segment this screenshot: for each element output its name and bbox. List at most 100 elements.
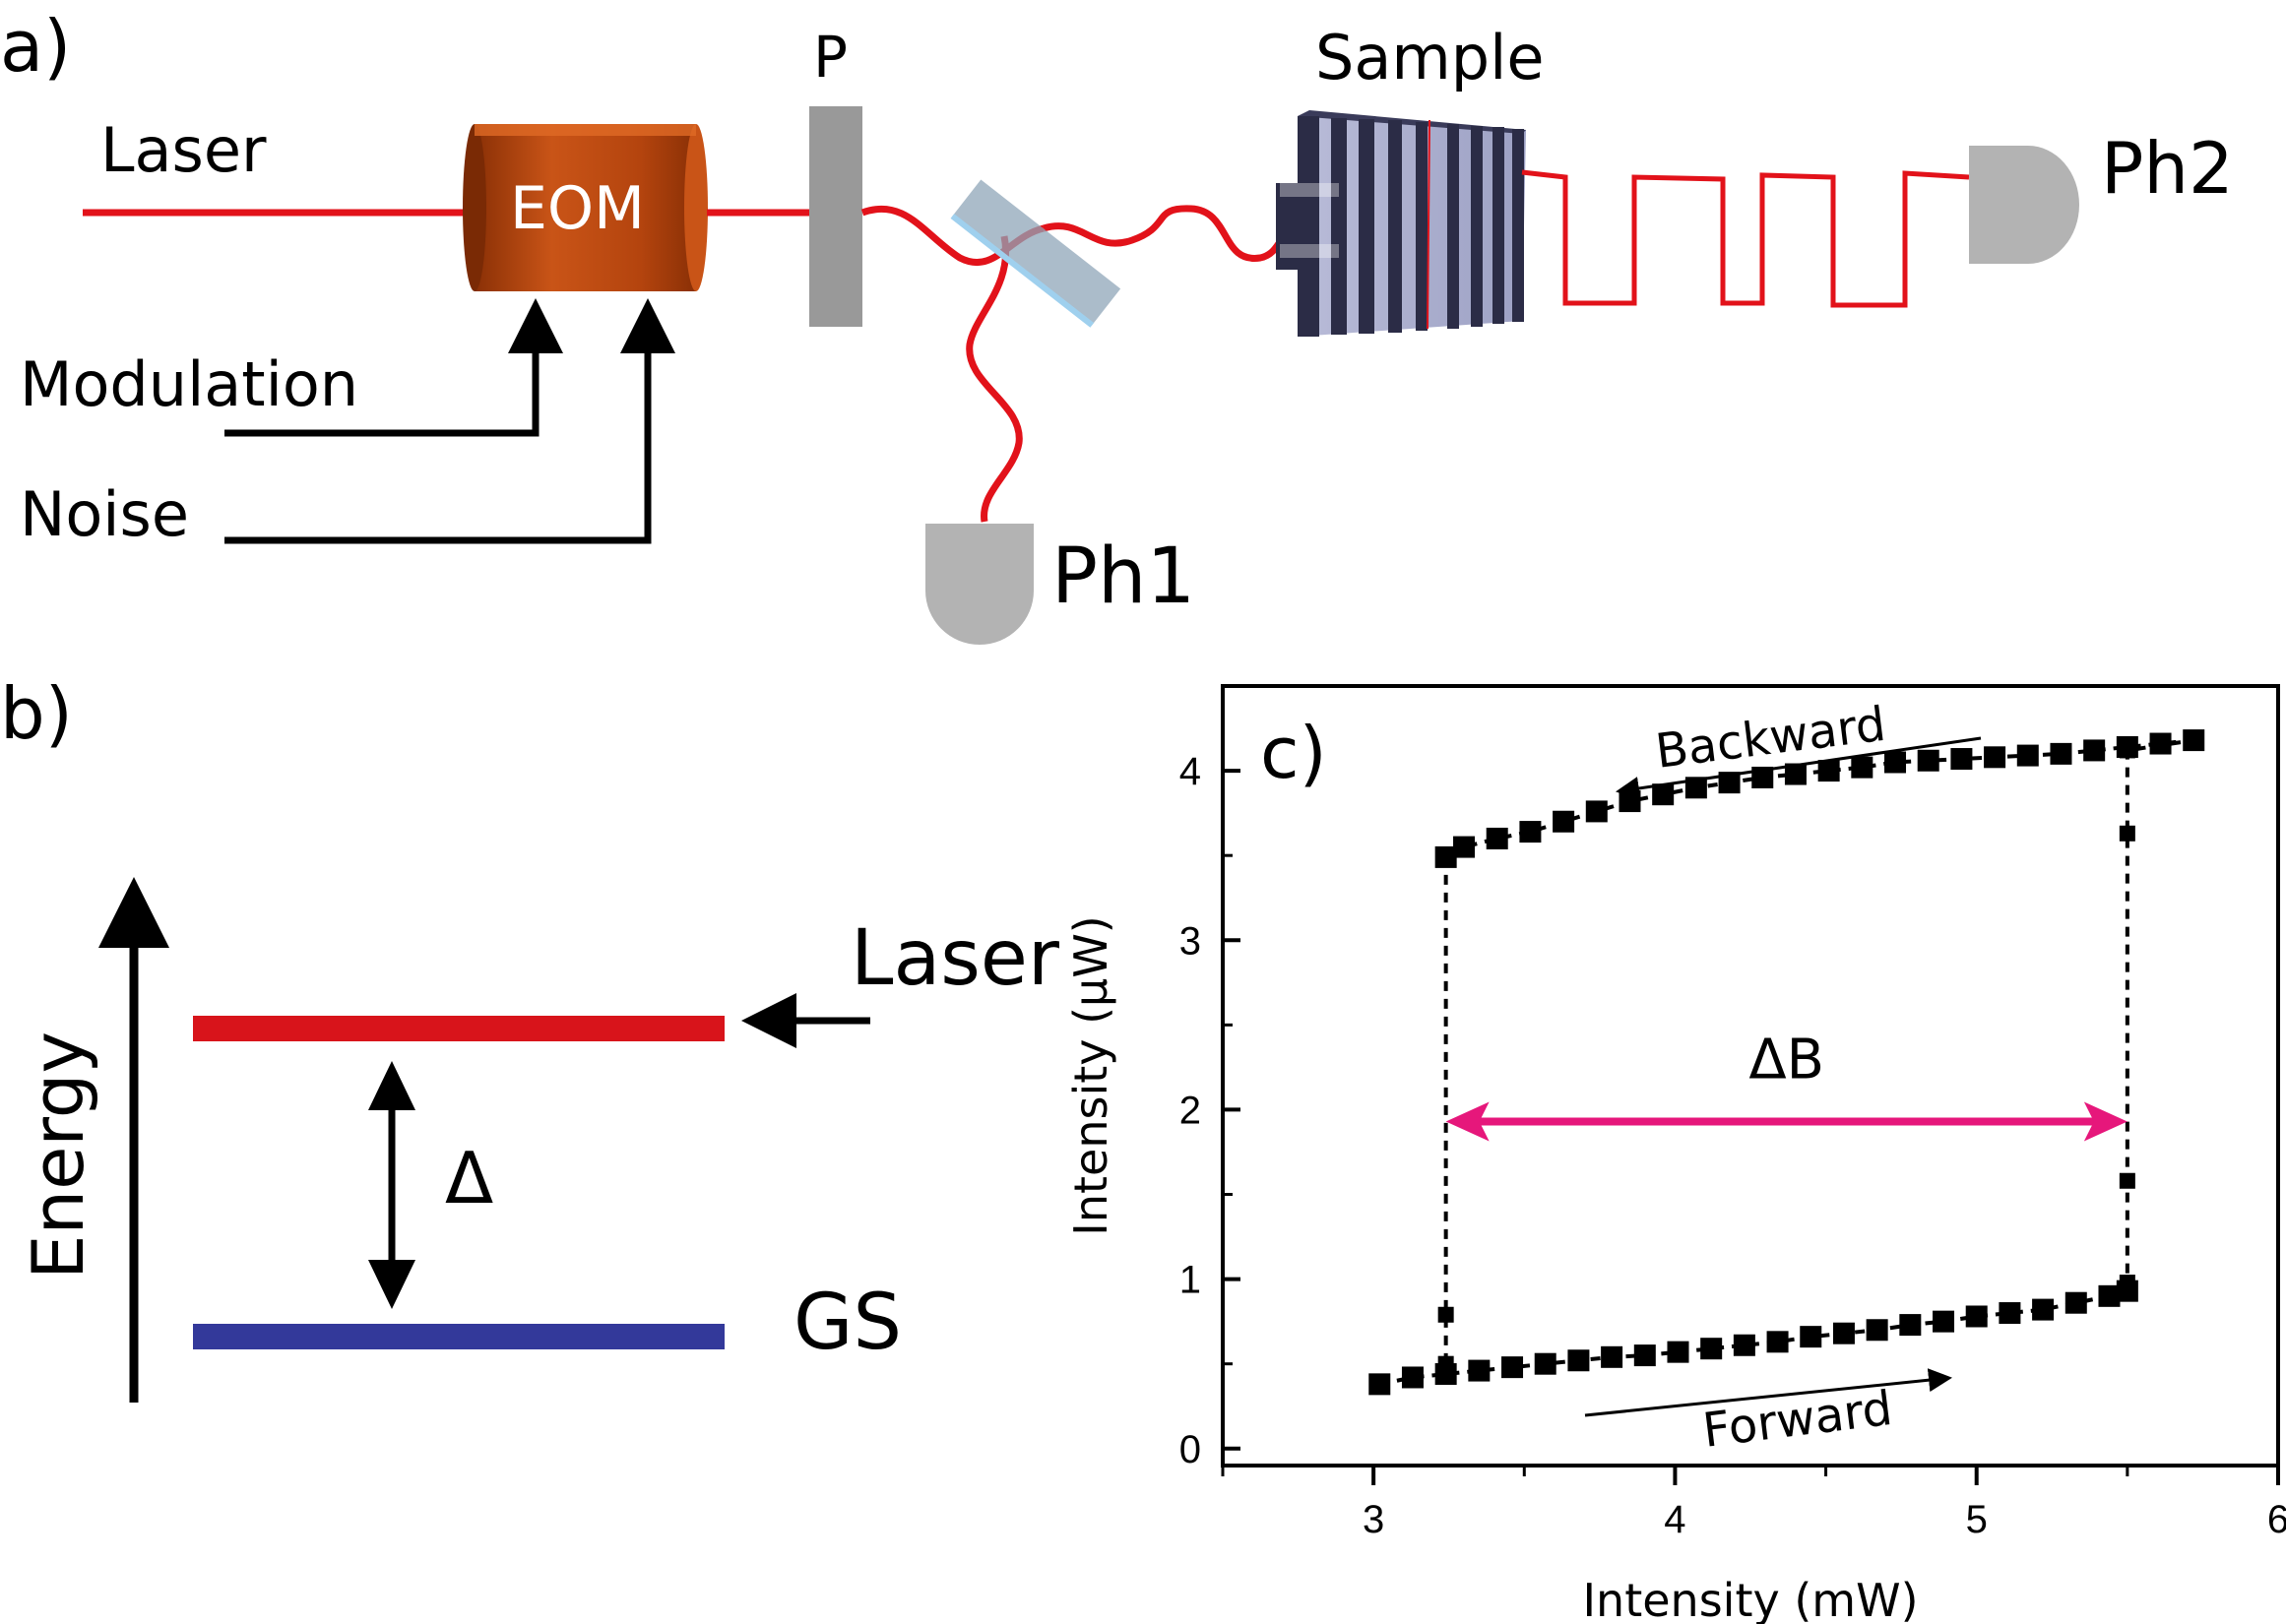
data-point: [1434, 845, 1457, 868]
panel-b-label: b): [0, 672, 73, 755]
ph2-label: Ph2: [2101, 127, 2234, 210]
data-point: [1453, 836, 1476, 858]
data-point: [2183, 729, 2205, 752]
panel-c-chart: c) 0 1 2 3 4 3 4 5 6 Intensity (mW) Intensity (…: [1064, 684, 2286, 1624]
data-point: [1933, 1310, 1955, 1333]
data-point: [1501, 1356, 1524, 1379]
ph1-detector: [925, 524, 1034, 645]
data-point: [2149, 732, 2172, 755]
data-point: [2116, 735, 2138, 758]
data-point: [1866, 1319, 1888, 1342]
data-point: [1899, 1314, 1922, 1337]
data-point: [1437, 1306, 1454, 1323]
square-wave-output: [1521, 169, 1970, 308]
modulation-arrow: [224, 298, 563, 437]
data-point: [1519, 821, 1542, 843]
data-point: [1486, 827, 1508, 849]
delta-label: Δ: [445, 1137, 493, 1219]
panel-c-label: c): [1260, 712, 1327, 794]
forward-arrow: [1584, 1368, 1952, 1417]
data-point: [1401, 1366, 1424, 1389]
data-point: [2032, 1298, 2055, 1321]
backward-arrow: [1616, 736, 1982, 800]
panel-a-label: a): [0, 5, 71, 88]
plot-frame: [1221, 684, 2280, 1468]
data-point: [1800, 1326, 1822, 1348]
data-point: [1667, 1341, 1689, 1363]
sample-label: Sample: [1315, 22, 1544, 94]
data-point: [1832, 1322, 1855, 1344]
data-point: [1684, 777, 1707, 799]
y-tick-label: 4: [1179, 750, 1201, 793]
data-point: [1917, 749, 1939, 772]
beam-splitter: [950, 179, 1121, 328]
laser-label-a: Laser: [100, 114, 267, 186]
energy-label: Energy: [17, 1031, 99, 1280]
forward-label: Forward: [1700, 1381, 1895, 1459]
data-points: [1368, 729, 2205, 1396]
data-point: [1733, 1334, 1755, 1356]
eom-label: EOM: [510, 174, 645, 243]
up-jump-line: [2125, 738, 2194, 1291]
noise-label: Noise: [20, 478, 189, 550]
data-point: [1534, 1352, 1556, 1375]
delta-b-arrow: [1445, 1101, 2127, 1142]
eom-modulator: EOM: [463, 124, 708, 291]
modulation-label: Modulation: [20, 348, 358, 420]
data-point: [1984, 746, 2006, 769]
data-point: [2119, 825, 2135, 842]
delta-arrow-head-up: [368, 1061, 415, 1110]
polarizer: [809, 106, 862, 327]
data-point: [1585, 800, 1608, 823]
sample: [1276, 110, 1526, 337]
delta-b-head-right: [2083, 1101, 2127, 1142]
noisy-beam-to-sample: [1042, 205, 1300, 262]
ph1-label: Ph1: [1051, 532, 1195, 621]
x-tick-label: 4: [1664, 1498, 1685, 1541]
laser-label-b: Laser: [851, 914, 1060, 1003]
data-point: [1468, 1359, 1491, 1382]
ph2-detector: [1969, 146, 2079, 264]
x-tick-label: 5: [1966, 1498, 1988, 1541]
y-tick-label: 0: [1179, 1428, 1201, 1471]
panel-b: b) Energy Laser Δ GS: [0, 672, 1060, 1403]
y-axis-ticks: 0 1 2 3 4: [1179, 750, 1240, 1471]
noise-arrow: [224, 298, 675, 544]
data-point: [1851, 756, 1873, 779]
y-tick-label: 1: [1179, 1259, 1201, 1302]
x-tick-label: 3: [1363, 1498, 1384, 1541]
data-point: [1368, 1373, 1391, 1396]
data-point: [1784, 763, 1807, 785]
noisy-beam-to-ph1: [966, 235, 1023, 523]
x-axis-title: Intensity (mW): [1582, 1574, 1918, 1624]
data-point: [1999, 1302, 2021, 1325]
data-point: [2016, 744, 2039, 767]
data-point: [1437, 1355, 1454, 1372]
data-point: [1950, 748, 1973, 771]
y-axis-title: Intensity (μW): [1064, 915, 1117, 1235]
data-point: [1567, 1349, 1590, 1372]
delta-b-head-left: [1445, 1101, 1490, 1142]
y-tick-label: 3: [1179, 919, 1201, 963]
data-point: [1601, 1345, 1623, 1368]
y-tick-label: 2: [1179, 1089, 1201, 1132]
gs-label: GS: [794, 1279, 902, 1367]
data-point: [1652, 783, 1675, 806]
data-point: [1553, 810, 1575, 833]
data-point: [1700, 1338, 1723, 1360]
x-axis-ticks: 3 4 5 6: [1221, 1466, 2286, 1541]
data-point: [2098, 1284, 2121, 1307]
data-point: [1884, 751, 1907, 774]
x-tick-label: 6: [2267, 1498, 2286, 1541]
polarizer-label: P: [813, 24, 848, 91]
data-point: [2119, 1275, 2135, 1291]
data-point: [2083, 739, 2106, 762]
data-point: [2050, 742, 2072, 765]
delta-b-label: ΔB: [1748, 1028, 1824, 1092]
data-point: [1619, 790, 1641, 813]
delta-arrow-head-down: [368, 1260, 415, 1309]
data-point: [1633, 1344, 1656, 1367]
data-point: [1965, 1305, 1988, 1328]
data-point: [2119, 1172, 2135, 1189]
